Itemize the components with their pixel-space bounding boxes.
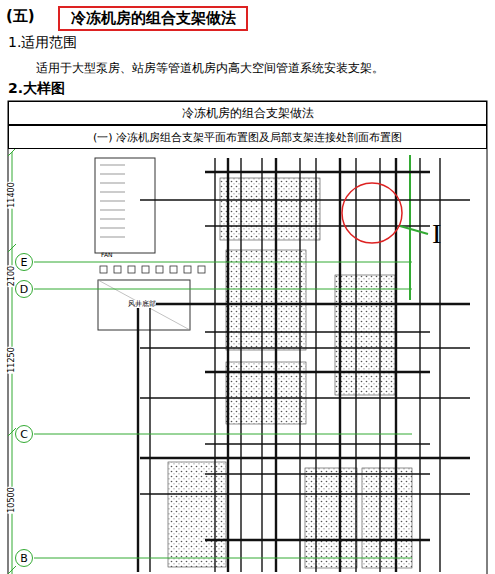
axis-circle: C <box>15 425 33 443</box>
stair-step <box>100 219 125 220</box>
pipe <box>205 171 430 173</box>
pump-base <box>156 266 163 273</box>
pipe <box>140 457 470 459</box>
pipe <box>205 225 430 226</box>
pipe <box>339 158 341 572</box>
pipe <box>205 331 430 332</box>
pipe <box>205 443 430 444</box>
stair-outline <box>95 158 155 253</box>
pipe <box>140 199 470 200</box>
equipment-block <box>168 462 226 567</box>
highlight-box: 冷冻机房的组合支架做法 <box>58 6 248 31</box>
pump-base <box>198 266 205 273</box>
stair-step <box>100 210 125 211</box>
pipe <box>149 300 150 572</box>
stair-step <box>100 228 125 229</box>
pipe <box>419 158 420 572</box>
pump-base <box>142 266 149 273</box>
label-text: 1.适用范围 <box>8 34 77 50</box>
stair-steps <box>100 165 125 237</box>
axis-circle: E <box>15 253 33 271</box>
pipe <box>395 158 397 572</box>
pipe <box>299 158 300 572</box>
pump-base <box>184 266 191 273</box>
stair-step <box>100 165 125 166</box>
label-text: FAN <box>101 252 113 259</box>
axis-letter: C <box>20 428 28 441</box>
detail-circle <box>342 183 402 243</box>
stair-step <box>100 237 125 238</box>
pipe <box>205 473 430 474</box>
dimension-text: 10500 <box>7 486 16 513</box>
axis-letter: E <box>21 256 28 269</box>
pipe <box>140 397 470 398</box>
stair-step <box>100 174 125 175</box>
axis-line <box>34 558 412 559</box>
heading-text: 冷冻机房的组合支架做法 <box>71 9 236 28</box>
equipment-block <box>220 178 320 240</box>
wall-line <box>409 155 411 300</box>
pipe <box>355 158 356 572</box>
axis-line <box>34 434 412 435</box>
axis-line <box>34 262 412 263</box>
label-text: 风井底部 <box>128 300 156 308</box>
equipment-block <box>226 250 306 350</box>
axis-circle: D <box>15 280 33 298</box>
leader-line <box>400 226 428 234</box>
dimension-text: 11250 <box>7 346 16 373</box>
dimension-text: 11400 <box>7 181 16 208</box>
stair-step <box>100 201 125 202</box>
pipe <box>205 539 430 541</box>
pipe <box>205 371 430 373</box>
label-text: 2.大样图 <box>8 80 65 96</box>
pipe <box>137 300 139 572</box>
stair-step <box>100 183 125 184</box>
axis-line <box>34 289 412 290</box>
axis-letter: D <box>20 283 28 296</box>
table-frame <box>8 101 487 574</box>
pipe <box>379 158 380 572</box>
stair-step <box>100 192 125 193</box>
axis-letter: B <box>20 552 28 565</box>
equipment-block <box>335 275 395 395</box>
pump-base <box>128 266 135 273</box>
pipe <box>315 158 316 572</box>
axis-lines <box>34 262 412 558</box>
pipe <box>275 158 277 572</box>
pipe <box>140 493 470 494</box>
pipe <box>140 303 470 305</box>
pipe <box>227 158 229 572</box>
heading-text: 冷冻机房的组合支架做法 <box>182 105 314 122</box>
pipes <box>138 158 470 572</box>
pipe <box>240 158 241 572</box>
pipe <box>214 158 215 572</box>
pipe <box>140 347 470 348</box>
pump-base <box>100 266 107 273</box>
pump-base <box>114 266 121 273</box>
table-cell: 冷冻机房的组合支架做法 <box>8 101 487 125</box>
equipment-block <box>362 468 412 568</box>
dimension-tick <box>8 148 16 156</box>
label-text: (五) <box>6 8 35 25</box>
pipe <box>261 158 262 572</box>
dimension-tick <box>8 244 16 252</box>
axis-circle: B <box>15 549 33 567</box>
table-cell: (一) 冷冻机房组合支架平面布置图及局部支架连接处剖面布置图 <box>8 125 487 149</box>
label-text: I <box>432 218 441 250</box>
dimension-ticks <box>8 148 16 574</box>
label-text: 适用于大型泵房、站房等管道机房内高大空间管道系统安装支架。 <box>36 62 384 75</box>
pump-base <box>170 266 177 273</box>
equipment-block <box>305 468 357 568</box>
heading-text: (一) 冷冻机房组合支架平面布置图及局部支架连接处剖面布置图 <box>93 130 402 145</box>
dimension-tick <box>8 566 16 574</box>
